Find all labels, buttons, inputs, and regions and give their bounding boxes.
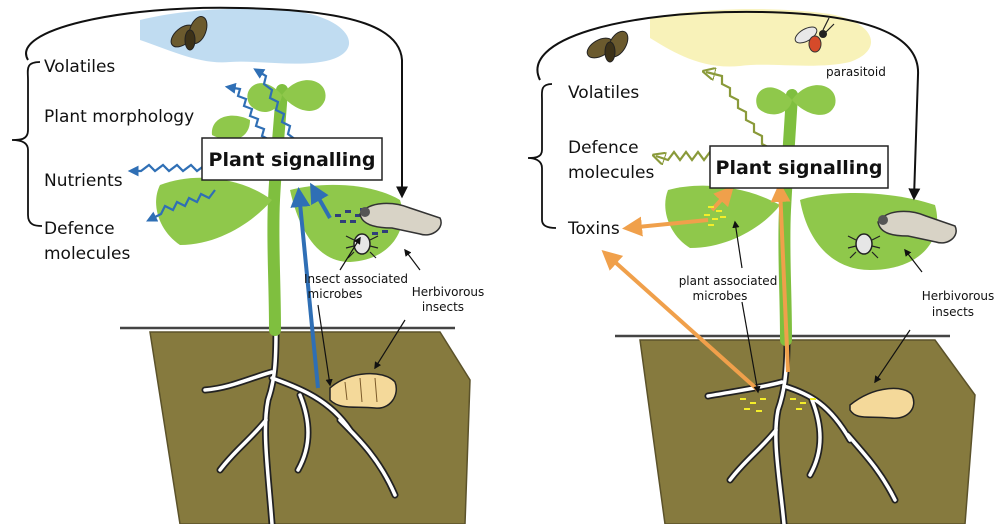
blue-signal-zigzags-a <box>127 68 297 222</box>
label-defence-a: Defence <box>44 219 115 239</box>
moth-icon-b <box>586 30 629 63</box>
herbivore-pointer-b2 <box>874 329 911 384</box>
caterpillar-icon-a <box>359 202 442 236</box>
label-nutrients-a: Nutrients <box>44 171 123 191</box>
microbes-label-b-2: microbes <box>693 289 748 303</box>
moth-icon-a <box>170 16 208 51</box>
orange-arrow-leaf-to-toxins <box>622 216 709 237</box>
label-plant-morphology-a: Plant morphology <box>44 107 194 127</box>
stem-a <box>267 84 288 336</box>
output-bracket-b <box>527 83 557 229</box>
leaf-a-mid <box>211 115 250 140</box>
label-defence-b: Defence <box>568 138 639 158</box>
herbivore-pointer-a2 <box>374 319 406 370</box>
aphid-icon-b <box>847 233 881 259</box>
feedback-loop-b <box>536 10 921 201</box>
orange-arrow-root-to-signal <box>770 182 791 373</box>
microbes-label-a-1: Insect associated <box>304 272 408 286</box>
output-bracket-a <box>11 61 43 227</box>
parasitoid-label: parasitoid <box>826 65 886 79</box>
parasitoid-wasp-icon <box>794 17 835 53</box>
leaf-a-top <box>247 80 326 113</box>
caterpillar-icon-b <box>877 210 957 244</box>
orange-arrow-leaf-to-signal <box>710 185 735 212</box>
herbivore-label-b-2: insects <box>932 305 974 319</box>
microbes-pointer-b1 <box>732 220 743 269</box>
herbivore-label-b-1: Herbivorous <box>922 289 995 303</box>
herbivore-label-a-2: insects <box>422 300 464 314</box>
plant-microbes-dots-b <box>704 206 816 412</box>
leaf-b-top <box>756 85 836 115</box>
microbes-pointer-soil-a <box>317 304 333 387</box>
feedback-loop-a <box>25 6 408 199</box>
signalling-box-a <box>201 137 383 181</box>
herbivore-pointer-b1 <box>904 248 923 273</box>
leaf-a-left <box>156 177 272 245</box>
label-volatiles-b: Volatiles <box>568 83 639 103</box>
panel-a: Volatiles Plant morphology Nutrients Def… <box>11 6 485 524</box>
herbivore-label-a-1: Herbivorous <box>412 285 485 299</box>
larva-icon-b <box>849 387 915 419</box>
microbes-label-b-1: plant associated <box>679 274 778 288</box>
microbes-label-a-2: microbes <box>308 287 363 301</box>
label-molecules-b: molecules <box>568 163 654 183</box>
signalling-label-b: Plant signalling <box>716 157 883 179</box>
label-molecules-a: molecules <box>44 244 130 264</box>
label-toxins-b: Toxins <box>567 219 620 239</box>
orange-arrow-root-to-toxins <box>601 249 760 392</box>
sky-volatiles-a <box>140 8 350 64</box>
microbes-pointer-b2 <box>741 301 761 394</box>
herbivore-pointer-a1 <box>404 248 421 271</box>
larva-icon-a <box>329 372 397 409</box>
blue-arrow-root-to-signal <box>290 187 320 389</box>
signalling-box-b <box>709 145 889 189</box>
soil-b <box>639 339 976 524</box>
label-volatiles-a: Volatiles <box>44 57 115 77</box>
blue-arrow-leaf-to-signal <box>310 182 332 219</box>
microbes-pointer-a <box>339 236 361 271</box>
signalling-label-a: Plant signalling <box>209 149 376 171</box>
panel-b: parasitoid <box>527 9 995 524</box>
